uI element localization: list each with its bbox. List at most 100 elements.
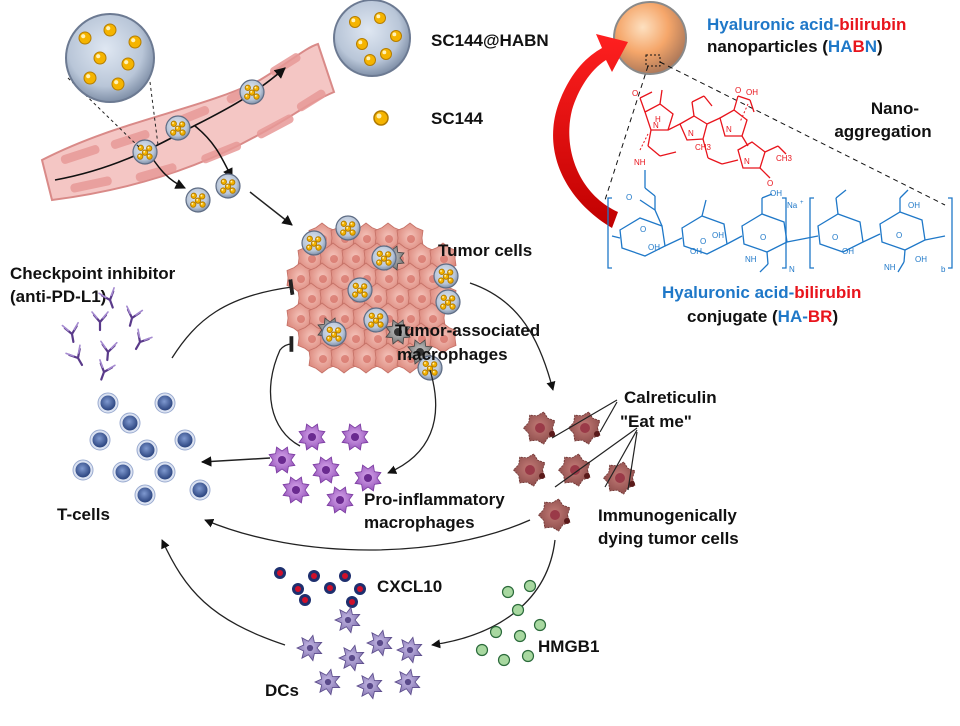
drug-icon [335, 335, 342, 342]
tcells-label: T-cells [57, 505, 110, 524]
arrow [469, 282, 556, 391]
tumor-cell-icon [297, 282, 325, 314]
drug-icon [438, 277, 445, 284]
drug-icon [141, 149, 149, 156]
arrow [204, 518, 531, 551]
drug-icon [340, 229, 347, 236]
svg-text:O: O [760, 233, 766, 242]
dying-tumor-cells [512, 411, 636, 532]
nanoparticle-icon [65, 13, 155, 103]
chemokine-dot-icon [513, 629, 527, 643]
drug-icon [444, 299, 452, 306]
calreticulin-pointers [551, 399, 638, 491]
zoom-line [604, 65, 649, 201]
svg-text:N: N [789, 265, 795, 274]
svg-text:O: O [832, 233, 838, 242]
inhibition-line [171, 279, 295, 359]
drug-icon [422, 369, 429, 376]
tumor-nanoparticles [301, 215, 461, 381]
checkpoint-label-line1: Checkpoint inhibitor [10, 264, 176, 283]
drug-icon [121, 57, 135, 71]
arrow [387, 369, 437, 474]
chemokine-dot-icon [308, 570, 320, 582]
dying-tumor-cell-icon [602, 461, 636, 495]
chemokine-dot-icon [354, 583, 366, 595]
svg-text:NH: NH [634, 158, 646, 167]
dc-icon [296, 634, 323, 662]
drug-icon [364, 54, 376, 66]
drug-icon [310, 240, 318, 247]
drug-icon [170, 120, 177, 127]
drug-icon [431, 361, 438, 368]
zoom-line [149, 81, 159, 146]
drug-icon [220, 187, 227, 194]
svg-text:OH: OH [908, 201, 920, 210]
macrophage-icon [282, 476, 310, 504]
tumor-cell-icon [308, 342, 336, 374]
tcell-icon [154, 461, 176, 483]
dc-icon [394, 668, 421, 696]
drug-icon [380, 255, 388, 262]
drug-icon [349, 221, 356, 228]
antibody-icon [134, 328, 153, 351]
svg-text:N: N [726, 125, 732, 134]
tumor-cell-icon [286, 302, 314, 334]
svg-text:NH: NH [884, 263, 896, 272]
drug-icon [376, 250, 383, 257]
hyaluronic-acid-structure [607, 189, 953, 273]
chemokine-dot-icon [299, 594, 311, 606]
drug-icon [440, 303, 447, 310]
bilirubin-structure [639, 89, 787, 179]
drug-icon [376, 259, 383, 266]
svg-text:OH: OH [648, 243, 660, 252]
chemokine-dot-icon [324, 582, 336, 594]
linker [639, 170, 656, 211]
antibody-icon [126, 305, 144, 327]
drug-icon [306, 244, 313, 251]
drug-icon [83, 71, 97, 85]
dying-tumor-cell-icon [512, 453, 546, 487]
dc-icon [356, 672, 383, 700]
drug-icon [352, 282, 359, 289]
nanoparticle-icon [335, 215, 361, 241]
drug-icon [111, 77, 125, 91]
drug-icon [349, 16, 361, 28]
habn-title-line2: nanoparticles (HABN) [707, 37, 883, 56]
tcell-icon [97, 392, 119, 414]
dc-icon [338, 644, 365, 672]
arrow [200, 456, 271, 467]
tumor-cell-icon [319, 282, 347, 314]
chemokine-dot-icon [489, 625, 503, 639]
svg-text:N: N [653, 121, 659, 130]
nano-aggregation-line1: Nano- [871, 99, 919, 118]
tcell-icon [136, 439, 158, 461]
drug-icon [385, 259, 392, 266]
drug-icon [170, 129, 177, 136]
drug-icon [146, 145, 153, 152]
svg-text:b: b [941, 265, 946, 274]
drug-icon [103, 23, 117, 37]
drug-icon [306, 235, 313, 242]
zoom-line [67, 77, 141, 149]
drug-icon [326, 326, 333, 333]
habn-nanoparticle [613, 1, 687, 75]
dc-group [296, 606, 423, 700]
nanoparticle-icon [333, 0, 411, 77]
chemokine-dot-icon [501, 585, 515, 599]
antibody-icon [98, 287, 115, 309]
chemokine-dot-icon [475, 643, 489, 657]
chemokine-dot-icon [533, 618, 547, 632]
drug-icon [253, 93, 260, 100]
drug-icon [220, 178, 227, 185]
drug-icon [174, 125, 182, 132]
chemokine-dot-icon [497, 653, 511, 667]
antibody-icon [100, 340, 118, 362]
drug-icon [449, 295, 456, 302]
drug-icon [422, 360, 429, 367]
svg-text:CH3: CH3 [695, 143, 712, 152]
drug-icon [93, 51, 107, 65]
macrophage-icon [298, 423, 326, 451]
drug-icon [361, 291, 368, 298]
nanoparticle-icon [239, 79, 265, 105]
drug-icon [447, 277, 454, 284]
